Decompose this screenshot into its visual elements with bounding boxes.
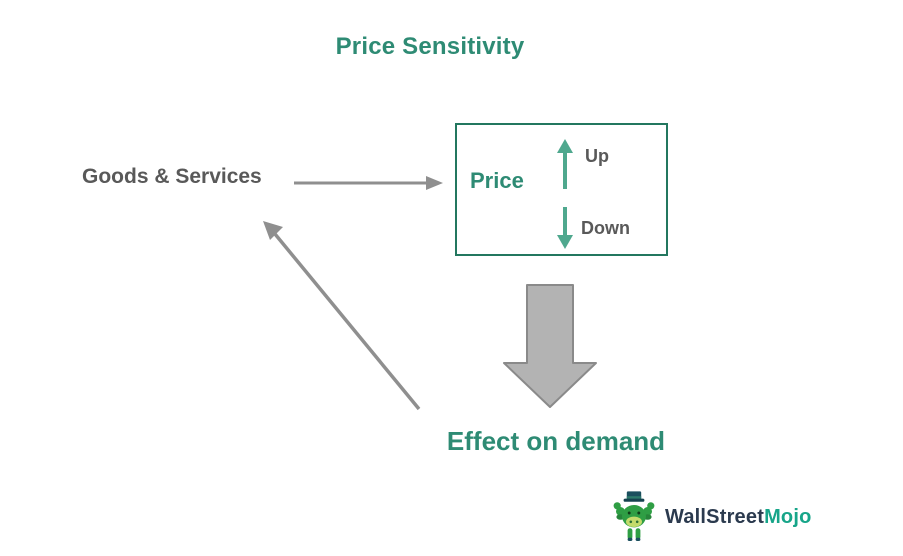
block-down-arrow-icon	[503, 284, 597, 408]
price-box: Price Up Down	[455, 123, 668, 256]
goods-services-label: Goods & Services	[82, 165, 262, 188]
up-label: Up	[585, 146, 609, 166]
down-arrow-icon	[557, 207, 573, 249]
wallstreetmojo-logo: WallStreetMojo	[610, 487, 812, 547]
price-label: Price	[470, 168, 524, 193]
page-title: Price Sensitivity	[335, 33, 525, 60]
up-arrow-icon	[557, 139, 573, 189]
bull-mascot-icon	[613, 491, 655, 541]
effect-on-demand-label: Effect on demand	[446, 426, 666, 456]
diagonal-up-left-arrow-icon	[263, 221, 421, 411]
logo-wordmark: WallStreetMojo	[665, 506, 812, 529]
logo-text-wallstreet: WallStreet	[665, 505, 765, 528]
down-label: Down	[581, 218, 630, 238]
logo-text-mojo: Mojo	[764, 505, 812, 528]
right-arrow-icon	[294, 176, 443, 190]
